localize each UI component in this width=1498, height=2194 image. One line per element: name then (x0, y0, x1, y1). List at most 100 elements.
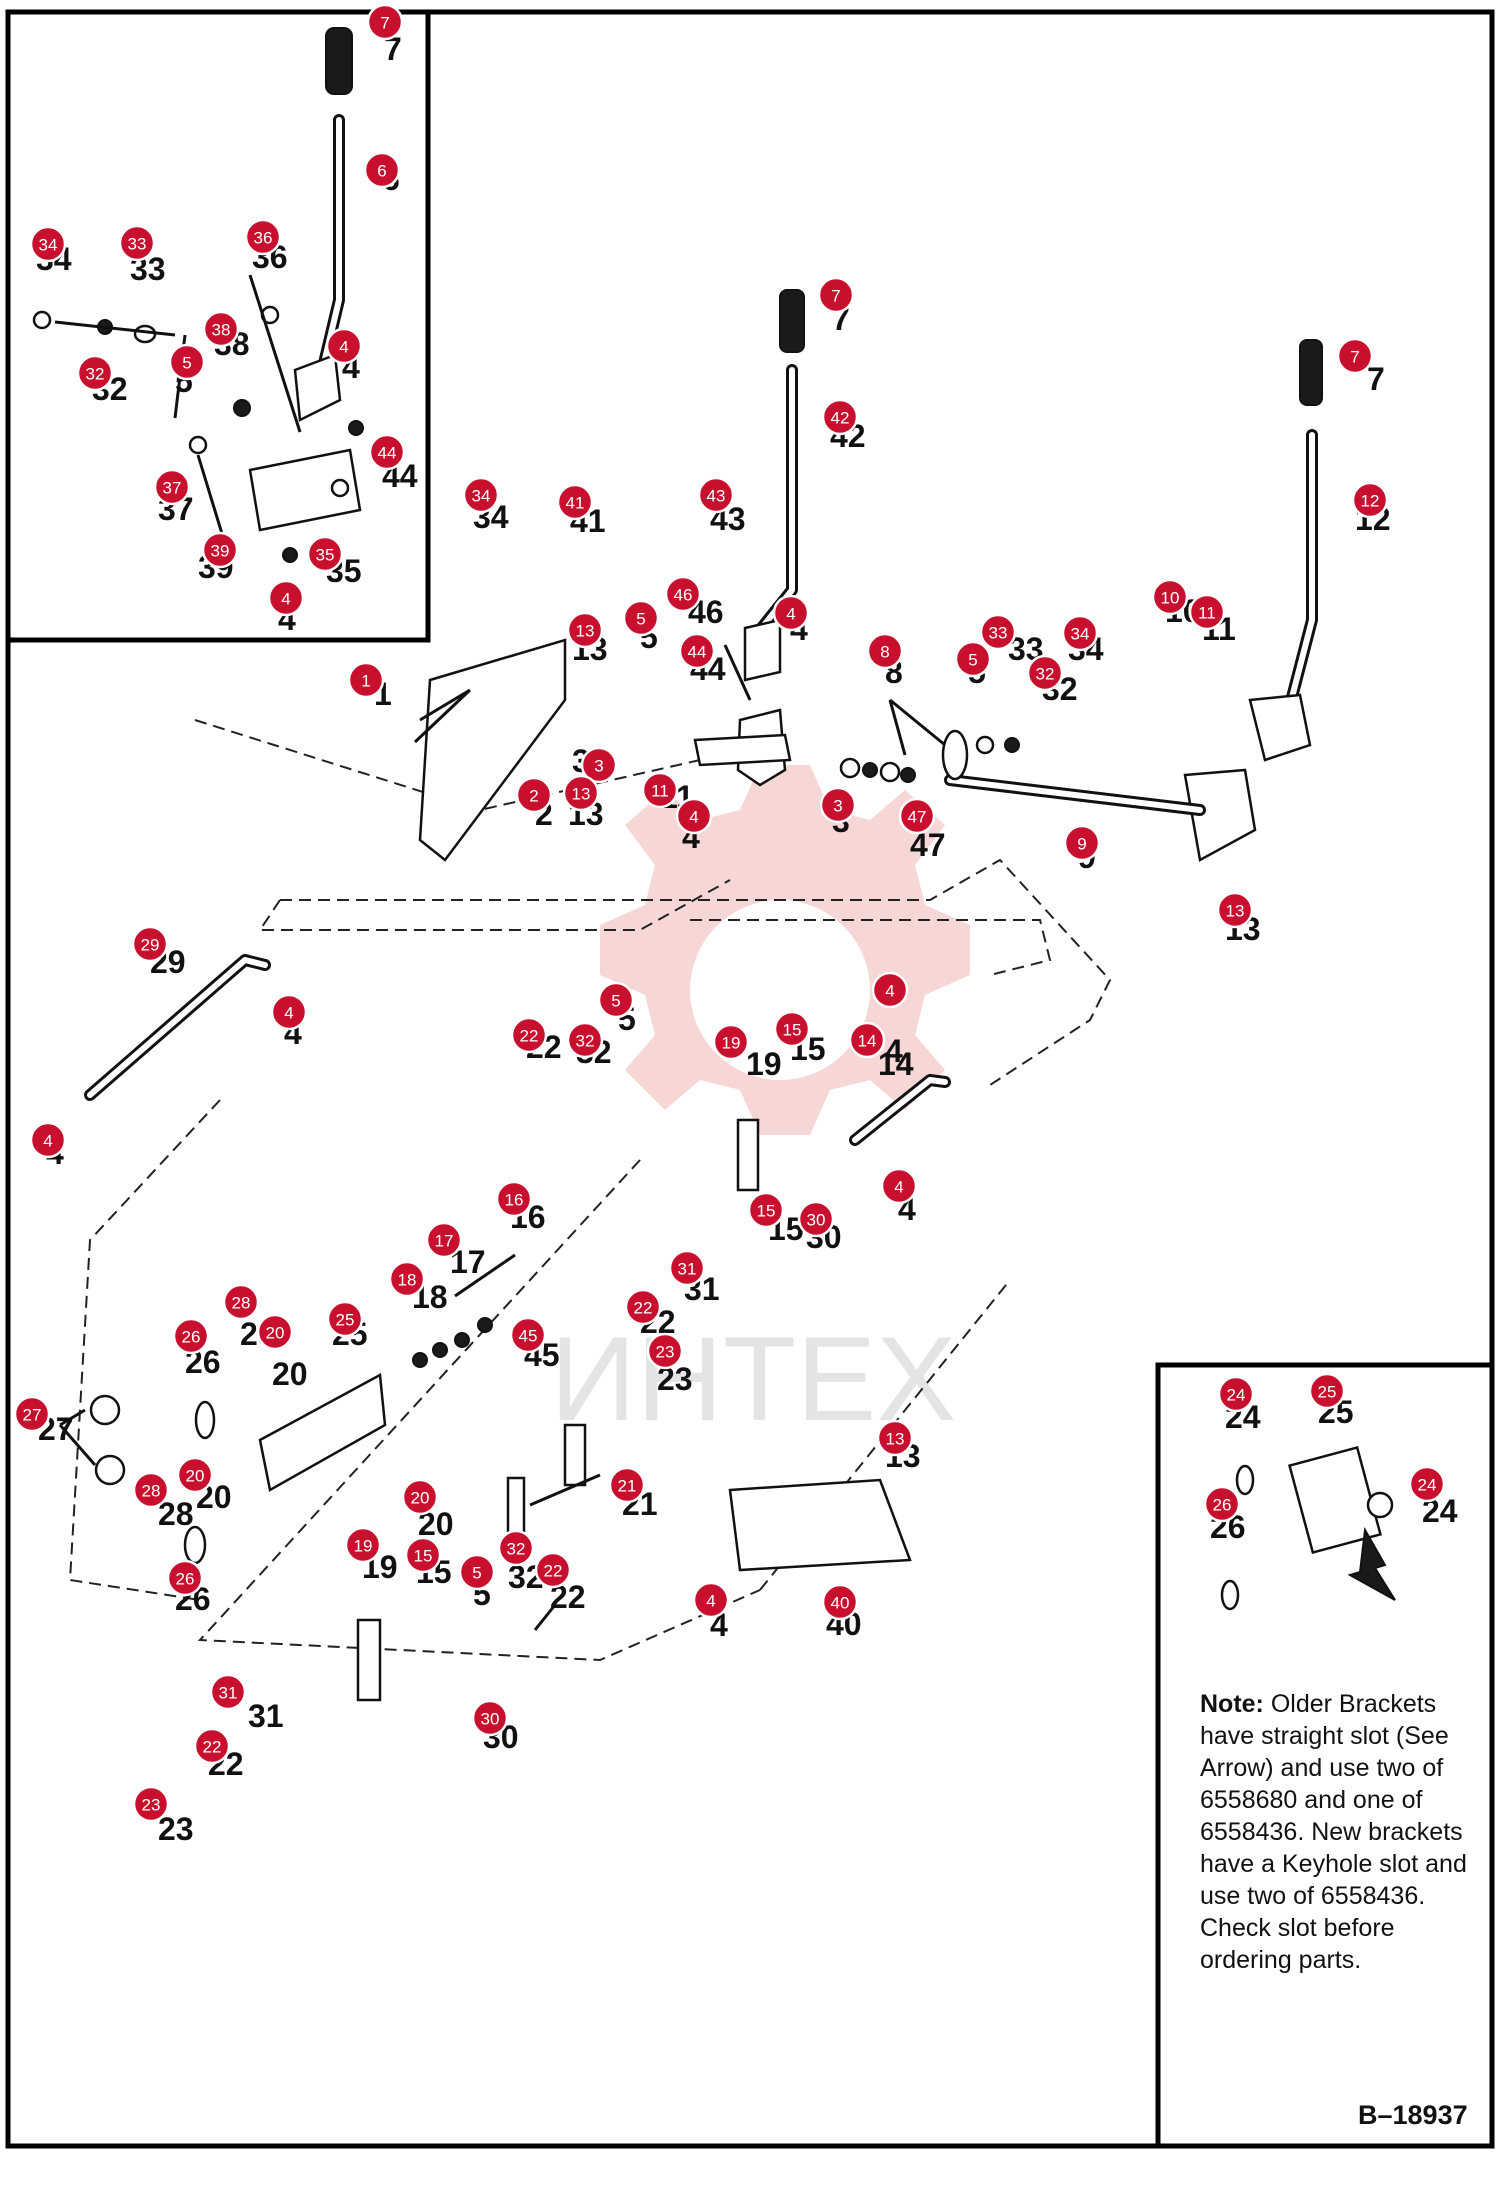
callout-number: 31 (678, 1260, 697, 1279)
callout-badge: 43 (697, 476, 735, 514)
callout-circle (697, 476, 735, 514)
callout-badge: 3 (580, 746, 618, 784)
callout-badge: 28 (132, 1471, 170, 1509)
callout-badge: 26 (166, 1559, 204, 1597)
callout-circle (244, 218, 282, 256)
callout-number: 4 (281, 590, 290, 609)
callout-badge: 19 (712, 1023, 750, 1061)
callout-circle (821, 1583, 859, 1621)
callout-badge: 4 (692, 1581, 730, 1619)
callout-badge: 25 (326, 1300, 364, 1338)
callout-badge: 34 (462, 476, 500, 514)
callout-circle (166, 1559, 204, 1597)
callout-badge: 15 (747, 1191, 785, 1229)
outer-frame (5, 9, 1495, 2149)
callout-circle (876, 1419, 914, 1457)
callout-circle (534, 1551, 572, 1589)
callout-circle (132, 1471, 170, 1509)
callout-circle (471, 1699, 509, 1737)
part-number-label: 7 (384, 31, 402, 67)
callout-circle (366, 3, 404, 41)
callout-badge: 24 (1408, 1465, 1446, 1503)
callout-circle (772, 594, 810, 632)
callout-number: 20 (186, 1467, 205, 1486)
callout-circle (566, 1021, 604, 1059)
callout-badge: 5 (622, 599, 660, 637)
callout-badge: 11 (1188, 593, 1226, 631)
part-number-label: 4 (885, 1033, 903, 1069)
callout-number: 43 (707, 487, 726, 506)
part-number-label: 19 (746, 1046, 782, 1082)
callout-number: 44 (688, 643, 707, 662)
callout-number: 34 (472, 487, 491, 506)
callout-circle (509, 1316, 547, 1354)
callout-circle (388, 1260, 426, 1298)
callout-badge: 5 (597, 981, 635, 1019)
callout-badge: 20 (256, 1313, 294, 1351)
callout-badge: 33 (979, 613, 1017, 651)
inset-lever-assembly (32, 27, 364, 563)
callout-circle (306, 535, 344, 573)
callout-number: 12 (1361, 492, 1380, 511)
callout-badge: 31 (668, 1249, 706, 1287)
part-number-label: 23 (158, 1811, 194, 1847)
callout-circle (29, 1121, 67, 1159)
callout-badge: 7 (1336, 337, 1374, 375)
callout-circle (880, 1167, 918, 1205)
callout-number: 30 (481, 1710, 500, 1729)
callout-circle (172, 1317, 210, 1355)
callout-number: 7 (831, 287, 840, 306)
callout-circle (1351, 481, 1389, 519)
callout-circle (267, 579, 305, 617)
callout-badge: 25 (1308, 1372, 1346, 1410)
callout-badge: 20 (176, 1456, 214, 1494)
callout-circle (256, 1313, 294, 1351)
callout-number: 38 (212, 321, 231, 340)
callout-badge: 44 (368, 433, 406, 471)
callout-number: 11 (1198, 604, 1216, 623)
callout-badge: 33 (118, 224, 156, 262)
callout-number: 32 (576, 1032, 595, 1051)
callout-circle (270, 993, 308, 1031)
callout-circle (344, 1526, 382, 1564)
callout-number: 27 (23, 1406, 42, 1425)
callout-number: 5 (968, 651, 977, 670)
callout-badge: 6 (363, 151, 401, 189)
callout-circle (209, 1673, 247, 1711)
note-label: Note: (1200, 1690, 1264, 1718)
callout-number: 7 (380, 14, 389, 33)
callout-circle (510, 1016, 548, 1054)
callout-circle (866, 632, 904, 670)
callout-number: 9 (1077, 835, 1086, 854)
callout-circle (898, 797, 936, 835)
callout-number: 42 (831, 409, 850, 428)
callout-badge: 8 (866, 632, 904, 670)
callout-circle (675, 797, 713, 835)
mount-plate (248, 448, 362, 532)
callout-circle (692, 1581, 730, 1619)
callout-badge: 39 (201, 531, 239, 569)
callout-badge: 5 (168, 343, 206, 381)
callout-circle (193, 1727, 231, 1765)
callout-badge: 12 (1351, 481, 1389, 519)
callout-circle (848, 1021, 886, 1059)
callout-circle (13, 1395, 51, 1433)
callout-number: 13 (1226, 902, 1245, 921)
callout-circle (668, 1249, 706, 1287)
callout-badge: 4 (267, 579, 305, 617)
callout-circle (326, 1300, 364, 1338)
callout-badge: 32 (497, 1529, 535, 1567)
handle-grip-right (1299, 339, 1323, 406)
callout-badge: 36 (244, 218, 282, 256)
callout-number: 4 (689, 808, 698, 827)
callout-badge: 9 (1063, 824, 1101, 862)
callout-number: 32 (507, 1540, 526, 1559)
callout-number: 5 (636, 610, 645, 629)
callout-circle (176, 1456, 214, 1494)
inset-frame-top-left (5, 9, 431, 643)
callout-number: 5 (182, 354, 191, 373)
callout-circle (1203, 1485, 1241, 1523)
callout-number: 24 (1227, 1386, 1246, 1405)
callout-badge: 7 (366, 3, 404, 41)
callout-circle (641, 771, 679, 809)
